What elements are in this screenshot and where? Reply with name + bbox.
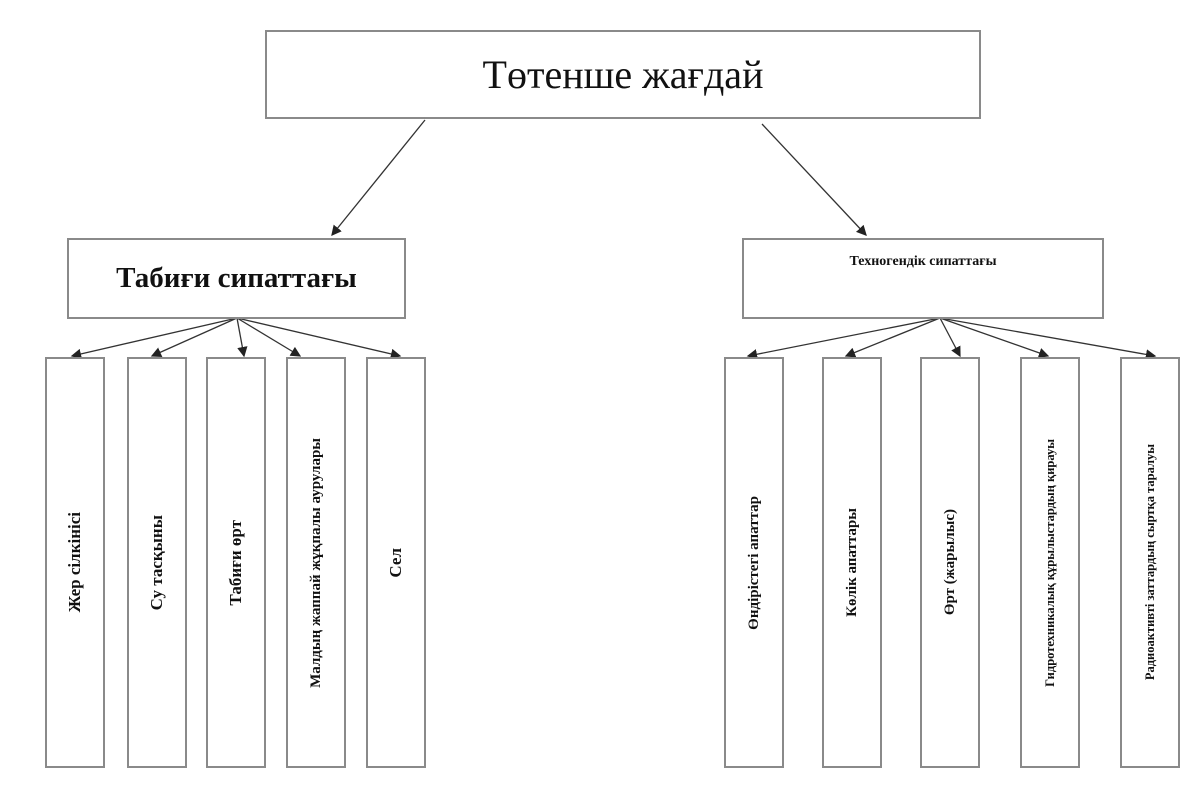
arrow-natural-5 — [236, 317, 402, 359]
natural-label: Табиғи сипаттағы — [116, 262, 357, 294]
technogenic-node: Техногендік сипаттағы — [742, 238, 1104, 319]
item-label: Сел — [386, 547, 405, 578]
natural-item: Су тасқыны — [127, 357, 187, 768]
technogenic-item: Гидротехникалық құрылыстардың қирауы — [1020, 357, 1080, 768]
arrow-tech-2 — [844, 317, 941, 358]
technogenic-label: Техногендік сипаттағы — [849, 254, 997, 269]
item-label: Жер сілкінісі — [65, 512, 84, 613]
item-label: Көлік апаттары — [843, 508, 860, 617]
arrow-natural-3 — [236, 317, 248, 358]
technogenic-item: Радиоактивті заттардың сыртқа таралуы — [1120, 357, 1180, 768]
item-label: Су тасқыны — [147, 514, 166, 611]
natural-item: Табиғи өрт — [206, 357, 266, 768]
arrow-natural-2 — [150, 317, 238, 358]
natural-item: Сел — [366, 357, 426, 768]
item-label: Радиоактивті заттардың сыртқа таралуы — [1142, 444, 1157, 681]
arrow-natural-1 — [70, 317, 238, 360]
item-label: Табиғи өрт — [226, 519, 245, 606]
technogenic-item: Өндірістегі апаттар — [724, 357, 784, 768]
arrow-tech-1 — [746, 317, 941, 360]
arrow-natural-4 — [236, 317, 302, 357]
natural-node: Табиғи сипаттағы — [67, 238, 406, 319]
item-label: Малдың жаппай жұқпалы аурулары — [307, 437, 324, 688]
item-label: Өрт (жарылыс) — [941, 509, 958, 616]
root-label: Төтенше жағдай — [482, 52, 764, 97]
natural-item: Малдың жаппай жұқпалы аурулары — [286, 357, 346, 768]
root-node: Төтенше жағдай — [265, 30, 981, 119]
arrow-tech-4 — [939, 317, 1050, 358]
arrow-tech-3 — [939, 317, 961, 358]
arrow-root-to-technogenic — [761, 123, 867, 236]
technogenic-item: Көлік апаттары — [822, 357, 882, 768]
arrow-root-to-natural — [331, 119, 426, 237]
item-label: Гидротехникалық құрылыстардың қирауы — [1042, 438, 1057, 687]
item-label: Өндірістегі апаттар — [745, 495, 762, 630]
arrow-tech-5 — [939, 317, 1157, 360]
technogenic-item: Өрт (жарылыс) — [920, 357, 980, 768]
natural-item: Жер сілкінісі — [45, 357, 105, 768]
